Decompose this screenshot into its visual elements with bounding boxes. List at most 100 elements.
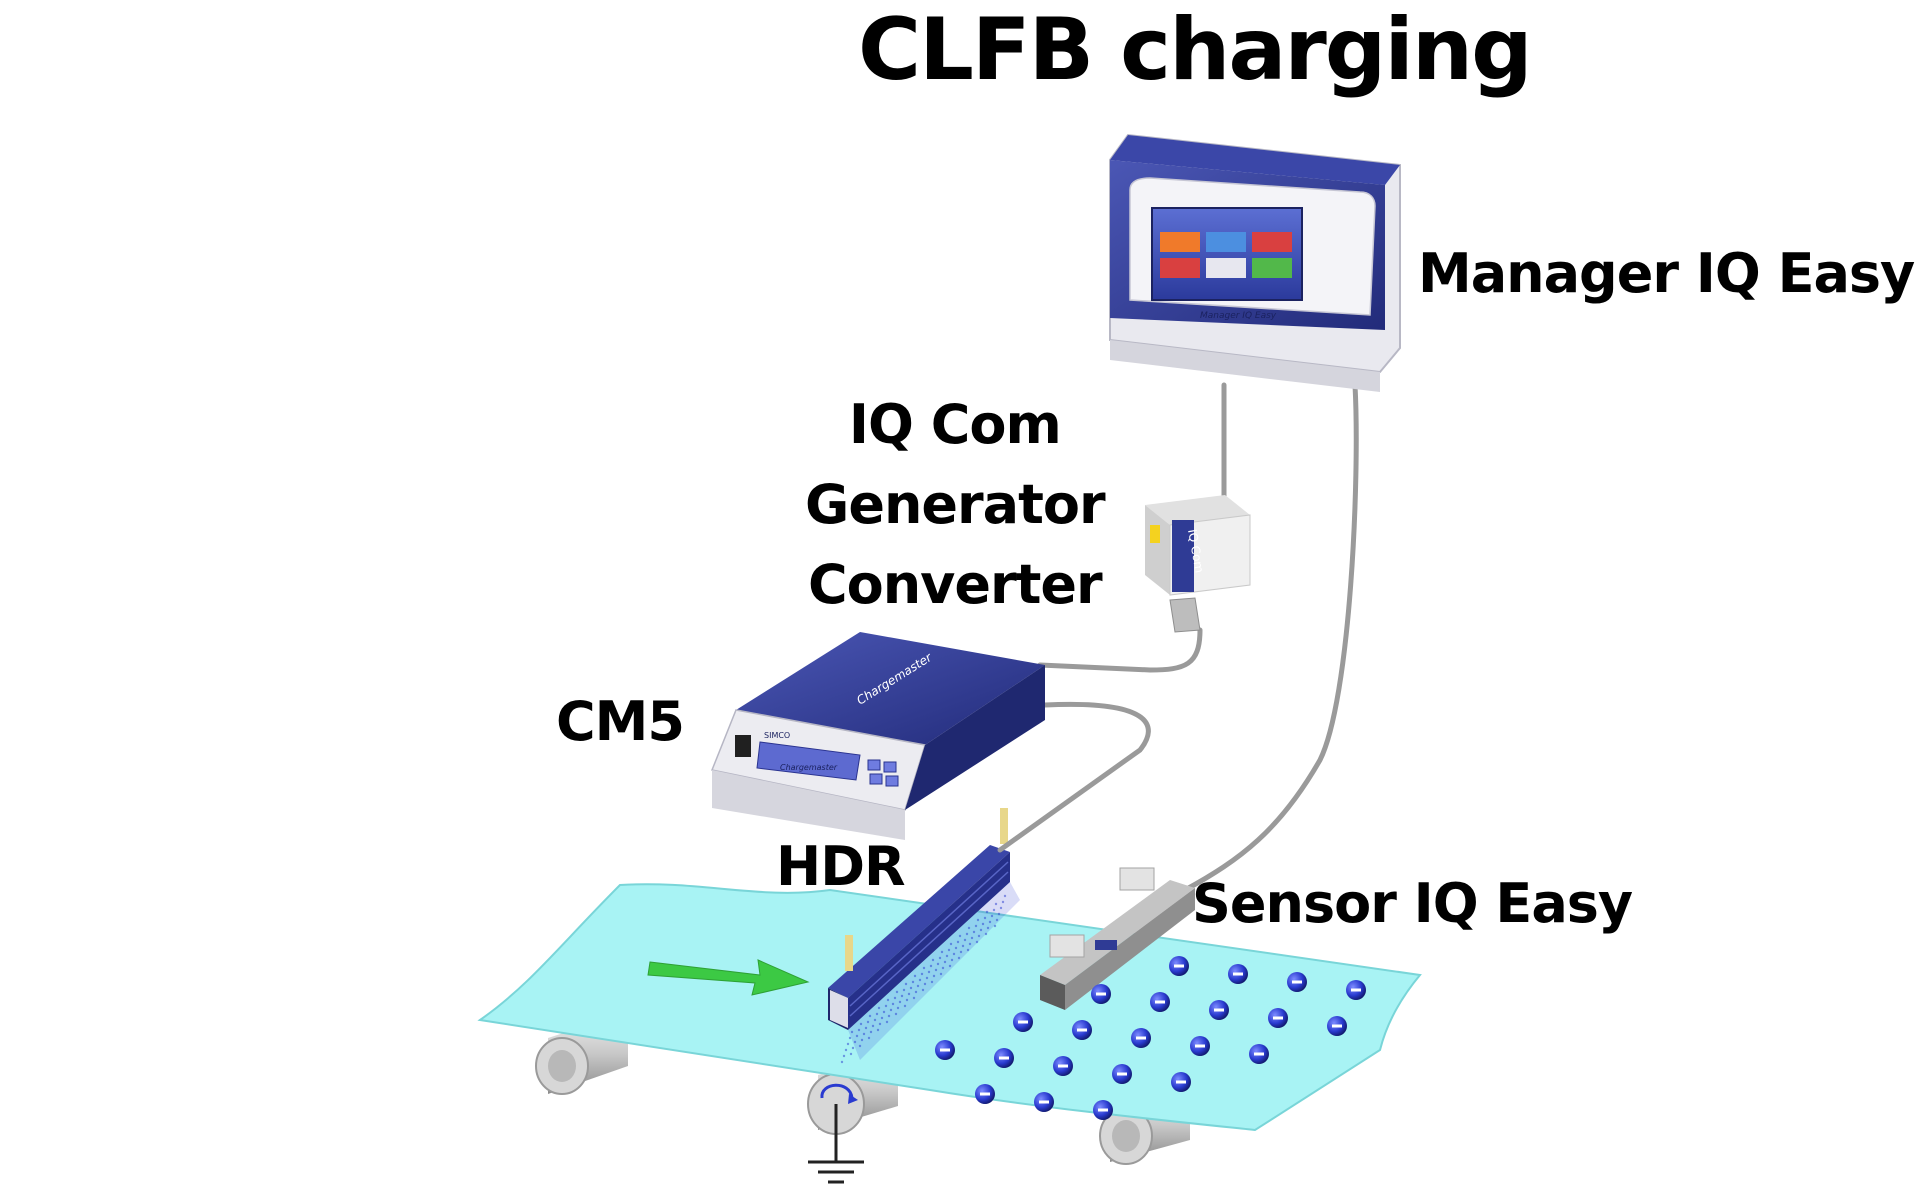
charge-field-dot bbox=[967, 926, 971, 930]
cm5-power-switch bbox=[735, 735, 751, 757]
negative-charge-icon bbox=[1169, 956, 1189, 976]
label-cm5: CM5 bbox=[556, 690, 685, 753]
charge-field-dot bbox=[957, 956, 961, 960]
negative-charge-icon bbox=[1112, 1064, 1132, 1084]
negative-charge-icon bbox=[1249, 1044, 1269, 1064]
cables bbox=[997, 382, 1359, 893]
charge-field-dot bbox=[895, 990, 899, 994]
charge-field-dot bbox=[981, 922, 985, 926]
charge-field-dot bbox=[936, 962, 940, 966]
label-iq-com-line-3: Converter bbox=[807, 553, 1103, 616]
charge-field-dot bbox=[903, 1004, 907, 1008]
charge-field-dot bbox=[952, 952, 956, 956]
charge-field-dot bbox=[876, 1028, 880, 1032]
charge-field-dot bbox=[893, 996, 897, 1000]
charge-field-dot bbox=[948, 964, 952, 968]
charge-field-dot bbox=[849, 1052, 853, 1056]
charge-field-dot bbox=[941, 966, 945, 970]
charge-field-dot bbox=[995, 918, 999, 922]
charge-field-dot bbox=[851, 1046, 855, 1050]
charge-field-dot bbox=[966, 948, 970, 952]
charge-field-dot bbox=[894, 1012, 898, 1016]
negative-charge-icon bbox=[1209, 1000, 1229, 1020]
direction-arrow bbox=[647, 959, 810, 996]
charge-field-dot bbox=[983, 916, 987, 920]
charge-field-dot bbox=[902, 988, 906, 992]
charge-field-dot bbox=[877, 1006, 881, 1010]
label-hdr: HDR bbox=[776, 835, 906, 898]
negative-charges bbox=[935, 956, 1366, 1120]
charge-field-dot bbox=[959, 950, 963, 954]
charge-field-dot bbox=[949, 942, 953, 946]
charge-field-dot bbox=[911, 980, 915, 984]
charge-field-dot bbox=[898, 1000, 902, 1004]
negative-charge-icon bbox=[1287, 972, 1307, 992]
web-film bbox=[477, 883, 1422, 1132]
ground-icon bbox=[808, 1104, 864, 1184]
charge-field-dot bbox=[985, 910, 989, 914]
charge-field-dot bbox=[921, 988, 925, 992]
charge-field-dot bbox=[869, 1030, 873, 1034]
charge-field-dot bbox=[974, 924, 978, 928]
charge-field-dot bbox=[904, 982, 908, 986]
charge-field-dot bbox=[979, 928, 983, 932]
manager-iq-easy-device: Manager IQ Easy bbox=[1109, 133, 1401, 392]
charge-field-dot bbox=[929, 964, 933, 968]
charge-field-dot bbox=[913, 974, 917, 978]
charge-field-dot bbox=[853, 1040, 857, 1044]
charge-field-dot bbox=[958, 934, 962, 938]
cable-cm5-to-hdr bbox=[997, 701, 1151, 853]
charge-field-dot bbox=[986, 926, 990, 930]
negative-charge-icon bbox=[1131, 1028, 1151, 1048]
charge-field-dot bbox=[999, 906, 1003, 910]
charge-field-dot bbox=[954, 946, 958, 950]
charge-field-dot bbox=[984, 932, 988, 936]
charge-field-dot bbox=[916, 984, 920, 988]
charge-field-dot bbox=[940, 950, 944, 954]
charge-field-dot bbox=[846, 1042, 850, 1046]
charge-field-dot bbox=[848, 1036, 852, 1040]
charge-field-dot bbox=[867, 1036, 871, 1040]
charge-field-dot bbox=[972, 930, 976, 934]
manager-screen-caption: Manager IQ Easy bbox=[1200, 311, 1277, 321]
label-sensor-iq-easy: Sensor IQ Easy bbox=[1192, 872, 1633, 935]
charge-field-dot bbox=[891, 1002, 895, 1006]
chargemaster-front-text: Chargemaster bbox=[780, 763, 838, 772]
charge-field-dot bbox=[934, 968, 938, 972]
brand-text: SIMCO bbox=[764, 731, 790, 740]
charge-field-dot bbox=[956, 940, 960, 944]
charge-field-dot bbox=[925, 976, 929, 980]
charge-field-dot bbox=[886, 998, 890, 1002]
negative-charge-icon bbox=[975, 1084, 995, 1104]
manager-screen-tiles bbox=[1160, 232, 1292, 278]
iqcom-blue-panel bbox=[1172, 520, 1194, 592]
cm5-keypad bbox=[867, 759, 899, 787]
negative-charge-icon bbox=[1053, 1056, 1073, 1076]
charge-field-dot bbox=[875, 1012, 879, 1016]
charge-field-dot bbox=[930, 980, 934, 984]
charge-field-dot bbox=[907, 992, 911, 996]
negative-charge-icon bbox=[1072, 1020, 1092, 1040]
sensor-mount-right bbox=[1119, 867, 1155, 891]
charge-field-dot bbox=[840, 1060, 844, 1064]
negative-charge-icon bbox=[1346, 980, 1366, 1000]
charge-field-dot bbox=[920, 972, 924, 976]
sensor-mount-left bbox=[1049, 934, 1085, 958]
charge-field-dot bbox=[842, 1054, 846, 1058]
label-iq-com-line-1: IQ Com bbox=[848, 393, 1062, 456]
cable-manager-to-sensor bbox=[1182, 382, 1359, 893]
label-manager-iq-easy: Manager IQ Easy bbox=[1418, 242, 1915, 305]
negative-charge-icon bbox=[1013, 1012, 1033, 1032]
label-iq-com-generator-converter: IQ Com Generator Converter bbox=[805, 385, 1106, 625]
charge-field-dot bbox=[889, 1008, 893, 1012]
negative-charge-icon bbox=[1190, 1036, 1210, 1056]
iq-com-device: IQ Com bbox=[1145, 495, 1251, 633]
charge-field-dot bbox=[868, 1014, 872, 1018]
charge-field-dot bbox=[887, 1014, 891, 1018]
manager-touchscreen bbox=[1151, 207, 1303, 301]
charge-field-dot bbox=[963, 938, 967, 942]
charge-field-dot bbox=[965, 932, 969, 936]
charge-field-dot bbox=[858, 1044, 862, 1048]
charge-field-dot bbox=[844, 1048, 848, 1052]
